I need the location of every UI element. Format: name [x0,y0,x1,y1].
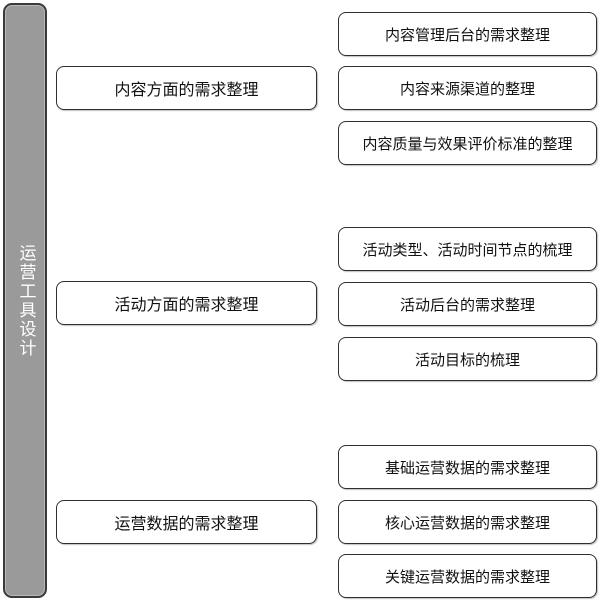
leaf-node: 内容质量与效果评价标准的整理 [338,121,597,165]
group-label: 活动方面的需求整理 [114,295,259,314]
group-data-node: 运营数据的需求整理 [56,500,317,544]
leaf-node: 基础运营数据的需求整理 [338,445,597,489]
leaf-node: 关键运营数据的需求整理 [338,554,597,598]
leaf-label: 活动目标的梳理 [414,350,520,369]
group-label: 运营数据的需求整理 [114,514,259,533]
leaf-node: 内容来源渠道的整理 [338,66,597,110]
root-title: 运营工具设计 [15,243,36,358]
root-node: 运营工具设计 [3,3,47,598]
leaf-label: 关键运营数据的需求整理 [384,567,550,586]
group-content-node: 内容方面的需求整理 [56,66,317,110]
leaf-node: 活动类型、活动时间节点的梳理 [338,227,597,271]
leaf-node: 核心运营数据的需求整理 [338,500,597,544]
group-label: 内容方面的需求整理 [114,80,259,99]
leaf-node: 内容管理后台的需求整理 [338,12,597,56]
leaf-label: 基础运营数据的需求整理 [384,458,550,477]
leaf-label: 内容管理后台的需求整理 [384,25,550,44]
leaf-label: 活动类型、活动时间节点的梳理 [362,240,573,259]
leaf-node: 活动后台的需求整理 [338,282,597,326]
group-activity-node: 活动方面的需求整理 [56,281,317,325]
leaf-label: 内容质量与效果评价标准的整理 [362,134,573,153]
leaf-label: 内容来源渠道的整理 [399,79,535,98]
leaf-label: 核心运营数据的需求整理 [384,513,550,532]
leaf-label: 活动后台的需求整理 [399,295,535,314]
leaf-node: 活动目标的梳理 [338,337,597,381]
